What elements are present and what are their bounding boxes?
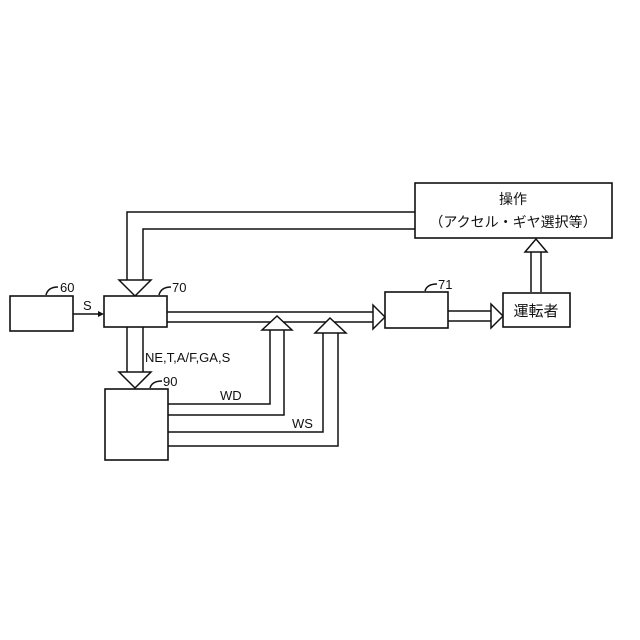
ref-60: 60 [60, 280, 74, 295]
ref-71: 71 [438, 277, 452, 292]
arrow-driver-to-operation [523, 237, 549, 292]
ref-90: 90 [163, 374, 177, 389]
signal-s-label: S [83, 298, 92, 313]
ref-70: 70 [172, 280, 186, 295]
operation-block [414, 182, 613, 239]
feedback-arrow [117, 211, 415, 298]
block-70 [103, 295, 168, 328]
operation-title: 操作 [499, 191, 527, 207]
wd-label: WD [220, 388, 242, 403]
inputs-label: NE,T,A/F,GA,S [145, 350, 231, 365]
arrow-70-to-90 [117, 327, 153, 390]
ws-arrow [168, 316, 348, 447]
driver-label: 運転者 [513, 303, 558, 320]
operation-subtitle: （アクセル・ギヤ選択等） [429, 214, 596, 230]
s-arrow [73, 311, 104, 317]
wd-arrow [168, 314, 294, 416]
ws-label: WS [292, 416, 313, 431]
arrow-71-to-driver [448, 302, 505, 330]
driver-block [502, 292, 571, 328]
block-71 [384, 291, 449, 329]
block-60 [9, 295, 74, 332]
block-90 [104, 388, 169, 461]
